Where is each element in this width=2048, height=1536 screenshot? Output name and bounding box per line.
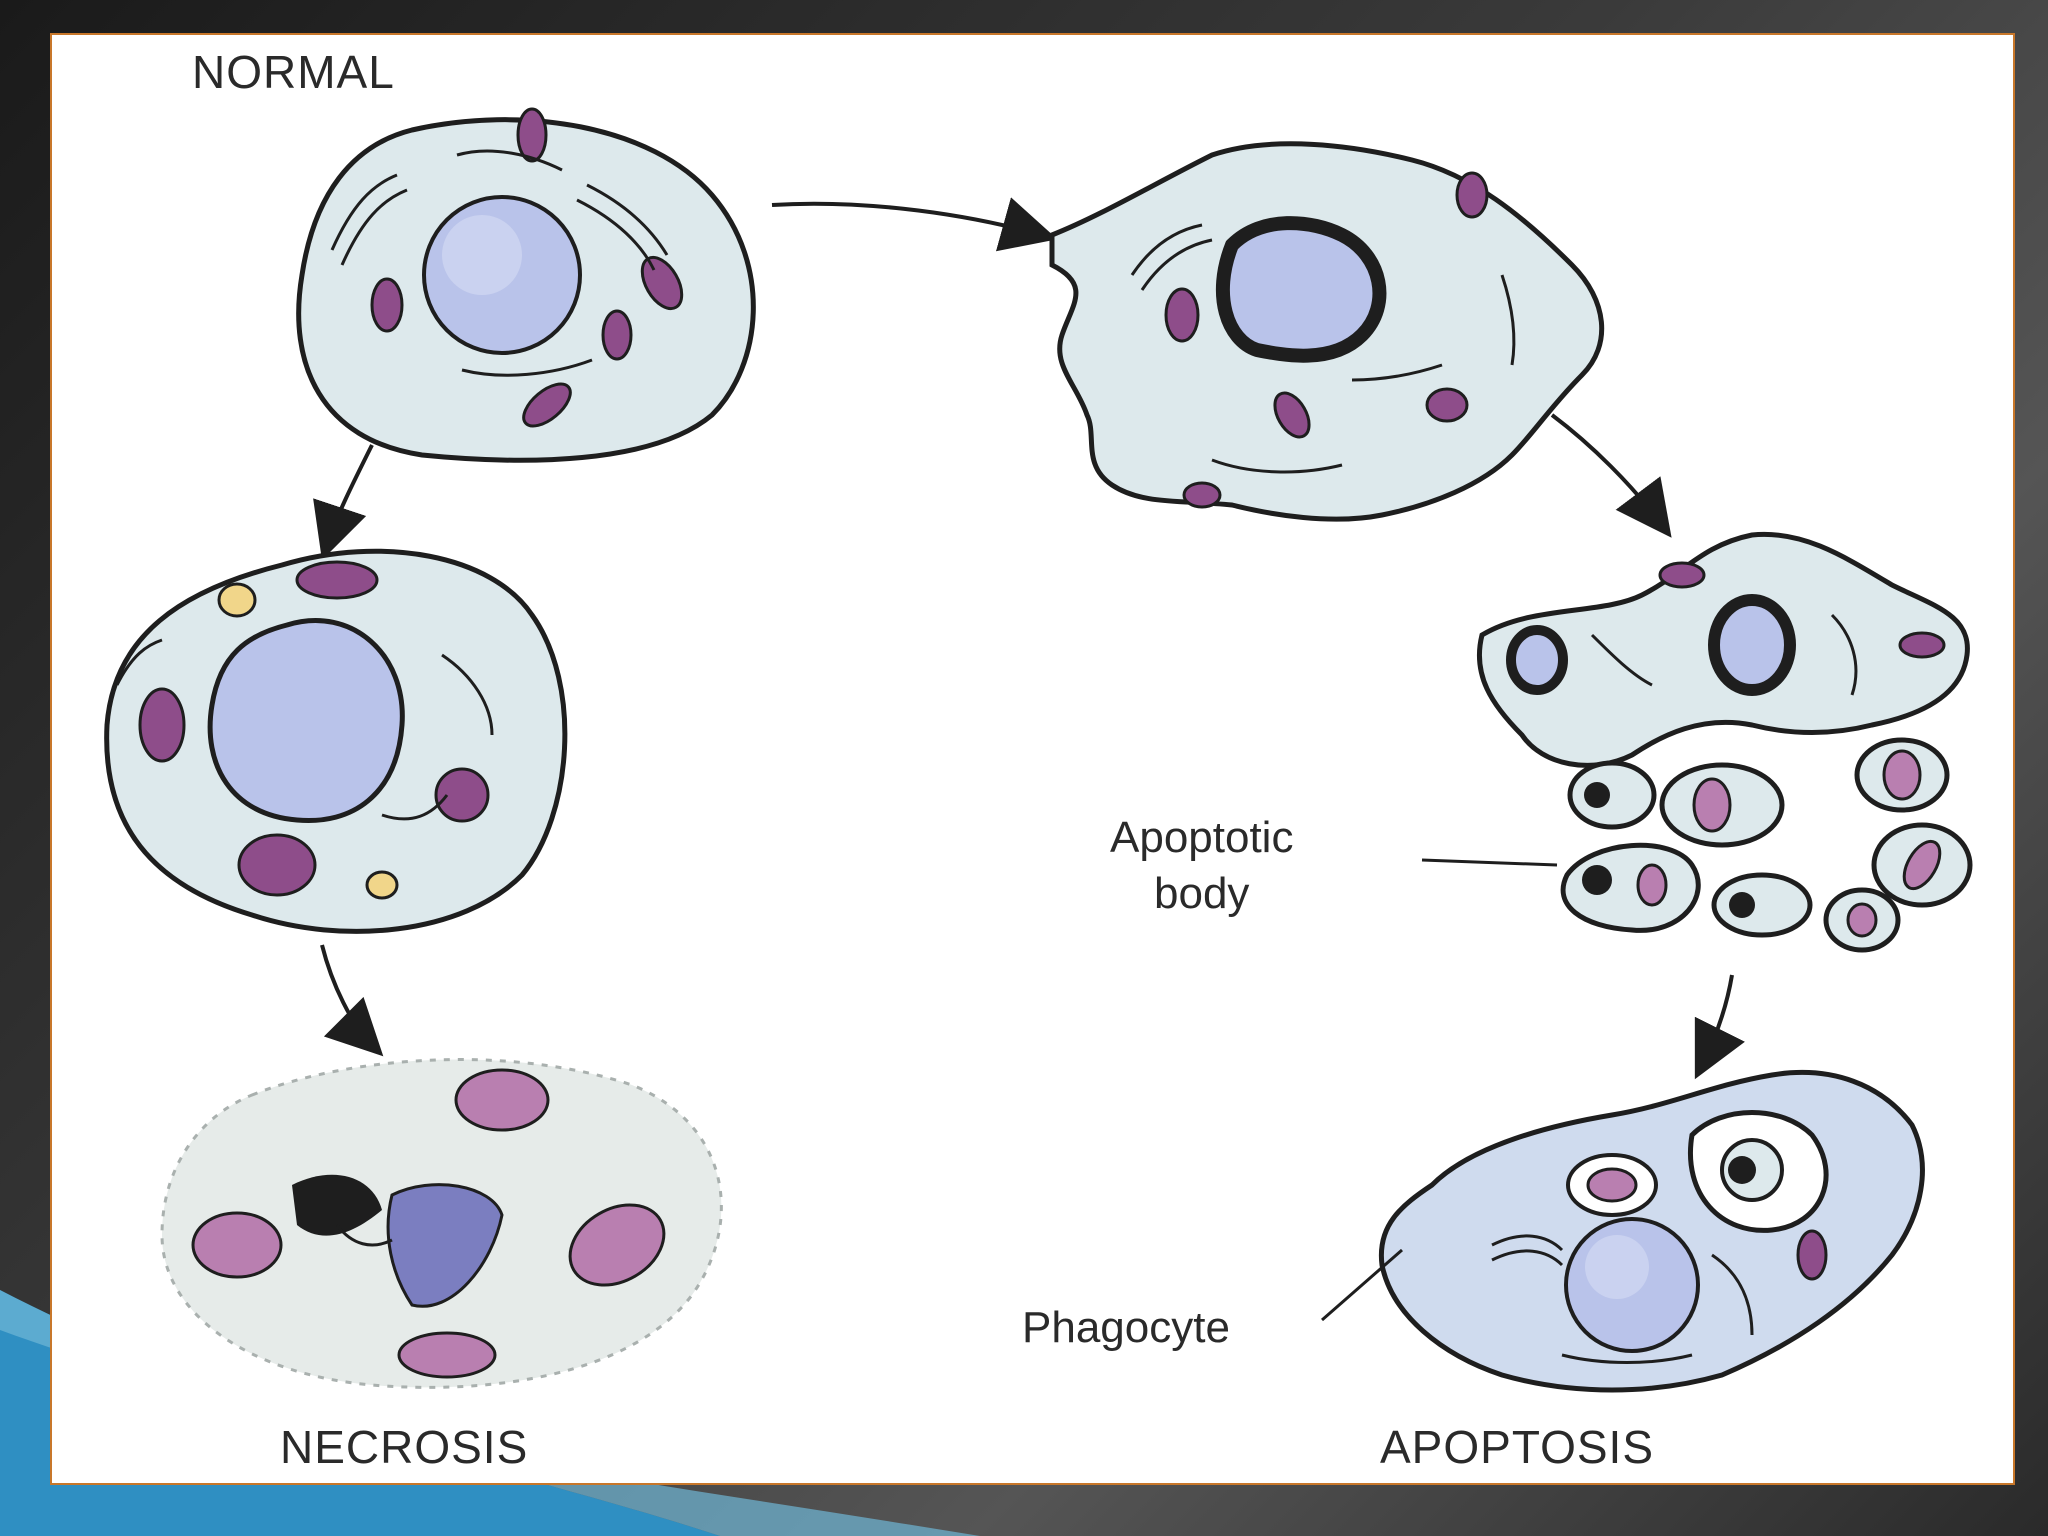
- swollen-cell: [104, 548, 568, 934]
- label-apoptotic-body-line2: body: [1154, 869, 1250, 918]
- phagocyte-cell: [1378, 1069, 1925, 1393]
- cell-death-diagram: [104, 107, 1973, 1393]
- label-apoptosis: APOPTOSIS: [1380, 1421, 1655, 1473]
- arrow-swollen-to-necrosis: [320, 944, 384, 1057]
- fragmenting-cell: [1476, 531, 1973, 953]
- necrotic-cell: [160, 1058, 723, 1389]
- label-phagocyte: Phagocyte: [1022, 1303, 1230, 1352]
- arrow-normal-to-shrinking: [771, 197, 1058, 252]
- label-normal: NORMAL: [192, 46, 395, 98]
- arrow-fragmenting-to-phagocyte: [1694, 974, 1745, 1080]
- arrow-normal-to-swollen: [313, 444, 374, 561]
- label-apoptotic-body: Apoptotic body: [1110, 810, 1293, 922]
- shrinking-cell: [1049, 141, 1605, 522]
- label-apoptotic-body-line1: Apoptotic: [1110, 813, 1294, 862]
- diagram-panel: NORMAL NECROSIS APOPTOSIS Apoptotic body…: [50, 33, 2015, 1485]
- phagocyte-leader: [1321, 1248, 1403, 1322]
- normal-cell: [296, 107, 756, 463]
- label-necrosis: NECROSIS: [280, 1421, 529, 1473]
- arrow-shrinking-to-fragmenting: [1550, 413, 1672, 538]
- apoptotic-body-leader: [1421, 858, 1558, 867]
